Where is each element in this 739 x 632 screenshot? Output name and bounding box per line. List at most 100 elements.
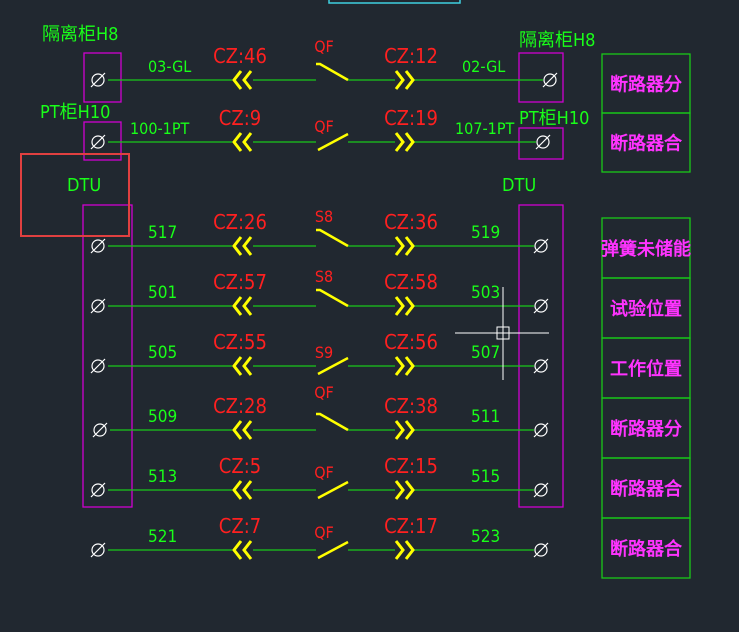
right-terminal-label: 507 <box>471 343 500 363</box>
connector-right-icon <box>394 540 415 560</box>
switch-label: S8 <box>315 207 333 226</box>
cz-right-label: CZ:17 <box>384 514 438 538</box>
left-terminal-label: 521 <box>148 527 177 547</box>
left-terminal-label: 517 <box>148 223 177 243</box>
cz-left-label: CZ:57 <box>213 270 267 294</box>
switch-label: QF <box>314 523 334 542</box>
switch-icon <box>316 288 349 308</box>
switch-label: S8 <box>315 267 333 286</box>
cyan-top-frame <box>328 0 461 4</box>
switch-icon <box>316 228 349 248</box>
left-terminal-icon <box>90 542 106 558</box>
switch-icon <box>317 480 349 500</box>
connector-right-icon <box>394 480 415 500</box>
right-terminal-label: 523 <box>471 527 500 547</box>
legend-label: 工作位置 <box>610 358 682 380</box>
cz-right-label: CZ:36 <box>384 210 438 234</box>
left-terminal-label: 100-1PT <box>130 119 190 138</box>
right-dtu-header: DTU <box>502 175 536 196</box>
right-top-header: 隔离柜H8 <box>519 30 595 51</box>
switch-icon <box>317 356 349 376</box>
cz-right-label: CZ:15 <box>384 454 438 478</box>
switch-icon <box>317 540 349 560</box>
connector-right-icon <box>394 296 415 316</box>
connector-right-icon <box>394 420 415 440</box>
switch-label: S9 <box>315 343 333 362</box>
left-terminal-label: 03-GL <box>148 57 191 76</box>
cz-right-label: CZ:12 <box>384 44 438 68</box>
right-pt-header: PT柜H10 <box>519 108 589 129</box>
legend-label: 试验位置 <box>610 298 682 320</box>
cz-right-label: CZ:19 <box>384 106 438 130</box>
left-dtu-header: DTU <box>67 175 101 196</box>
switch-icon <box>316 62 349 82</box>
switch-icon <box>316 412 349 432</box>
connector-left-icon <box>232 236 253 256</box>
wiring-row: 521 523 CZ:7 CZ:17 QF <box>90 514 549 560</box>
switch-label: QF <box>314 117 334 136</box>
left-terminal-icon <box>90 358 106 374</box>
cz-right-label: CZ:58 <box>384 270 438 294</box>
left-top-header: 隔离柜H8 <box>42 24 118 45</box>
right-terminal-frame-pt <box>518 127 564 160</box>
right-terminal-icon <box>533 422 549 438</box>
right-terminal-icon <box>535 134 551 150</box>
switch-icon <box>317 132 349 152</box>
cz-left-label: CZ:7 <box>219 514 261 538</box>
cz-left-label: CZ:9 <box>219 106 261 130</box>
crosshair-cursor <box>455 287 549 380</box>
cz-left-label: CZ:55 <box>213 330 267 354</box>
right-terminal-label: 519 <box>471 223 500 243</box>
right-terminal-frame-top <box>518 52 564 103</box>
legend-label: 断路器合 <box>610 478 683 500</box>
right-terminal-label: 107-1PT <box>455 119 515 138</box>
left-terminal-icon <box>90 298 106 314</box>
cz-right-label: CZ:56 <box>384 330 438 354</box>
connector-right-icon <box>394 356 415 376</box>
cz-right-label: CZ:38 <box>384 394 438 418</box>
legend-label: 弹簧未储能 <box>601 238 691 260</box>
wiring-row: 513 515 CZ:5 CZ:15 QF <box>90 454 549 500</box>
right-terminal-icon <box>533 238 549 254</box>
left-terminal-icon <box>90 238 106 254</box>
right-terminal-icon <box>533 358 549 374</box>
left-terminal-label: 513 <box>148 467 177 487</box>
connector-left-icon <box>232 132 253 152</box>
legend-label: 断路器分 <box>610 74 682 96</box>
left-terminal-label: 501 <box>148 283 177 303</box>
right-terminal-icon <box>533 482 549 498</box>
legend-box <box>601 112 691 173</box>
left-terminal-icon <box>90 134 106 150</box>
connector-left-icon <box>232 70 253 90</box>
legend-label: 断路器分 <box>610 418 682 440</box>
legend-label: 断路器合 <box>610 133 683 155</box>
switch-label: QF <box>314 37 334 56</box>
legend-box <box>601 517 691 579</box>
cz-left-label: CZ:5 <box>219 454 261 478</box>
left-terminal-frame-pt <box>83 121 122 161</box>
connector-left-icon <box>232 296 253 316</box>
connector-right-icon <box>394 132 415 152</box>
right-terminal-icon <box>533 298 549 314</box>
right-terminal-label: 515 <box>471 467 500 487</box>
right-terminal-icon <box>533 542 549 558</box>
legend-label: 断路器合 <box>610 538 683 560</box>
switch-label: QF <box>314 463 334 482</box>
selection-rectangle[interactable] <box>20 153 130 237</box>
right-terminal-label: 511 <box>471 407 500 427</box>
connector-left-icon <box>232 420 253 440</box>
connector-right-icon <box>394 70 415 90</box>
left-pt-header: PT柜H10 <box>40 102 110 123</box>
wiring-row: 03-GL 02-GL CZ:46 CZ:12 QF <box>90 37 558 90</box>
left-terminal-icon <box>90 482 106 498</box>
right-terminal-label: 02-GL <box>462 57 505 76</box>
cz-left-label: CZ:46 <box>213 44 267 68</box>
connector-left-icon <box>232 540 253 560</box>
